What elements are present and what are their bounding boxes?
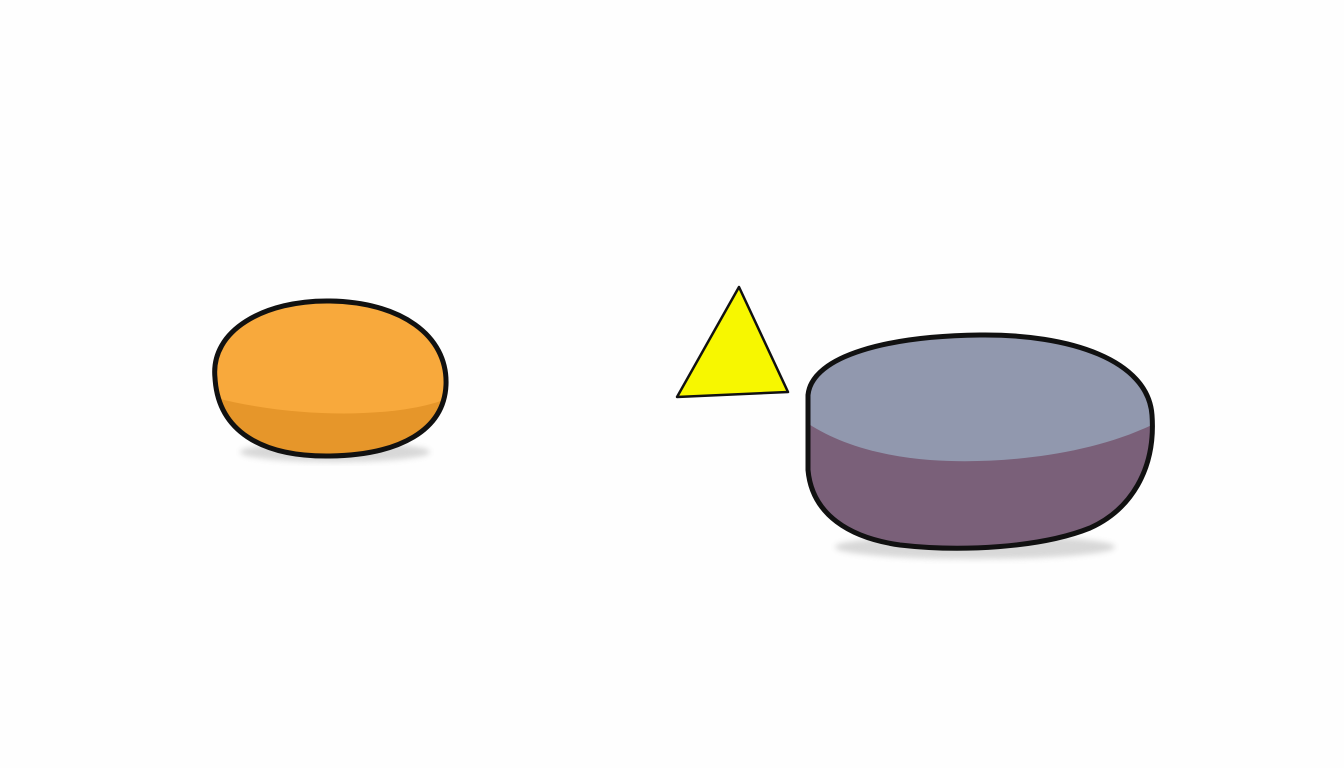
- purple-disc-top: [808, 334, 1153, 462]
- yellow-triangle: [675, 285, 790, 399]
- yellow-triangle-shape: [675, 285, 790, 399]
- purple-disc-outline: [805, 332, 1155, 551]
- orange-disc-outline: [212, 298, 449, 459]
- purple-disc: [805, 332, 1155, 559]
- orange-disc: [212, 298, 449, 462]
- orange-disc-top: [214, 300, 447, 414]
